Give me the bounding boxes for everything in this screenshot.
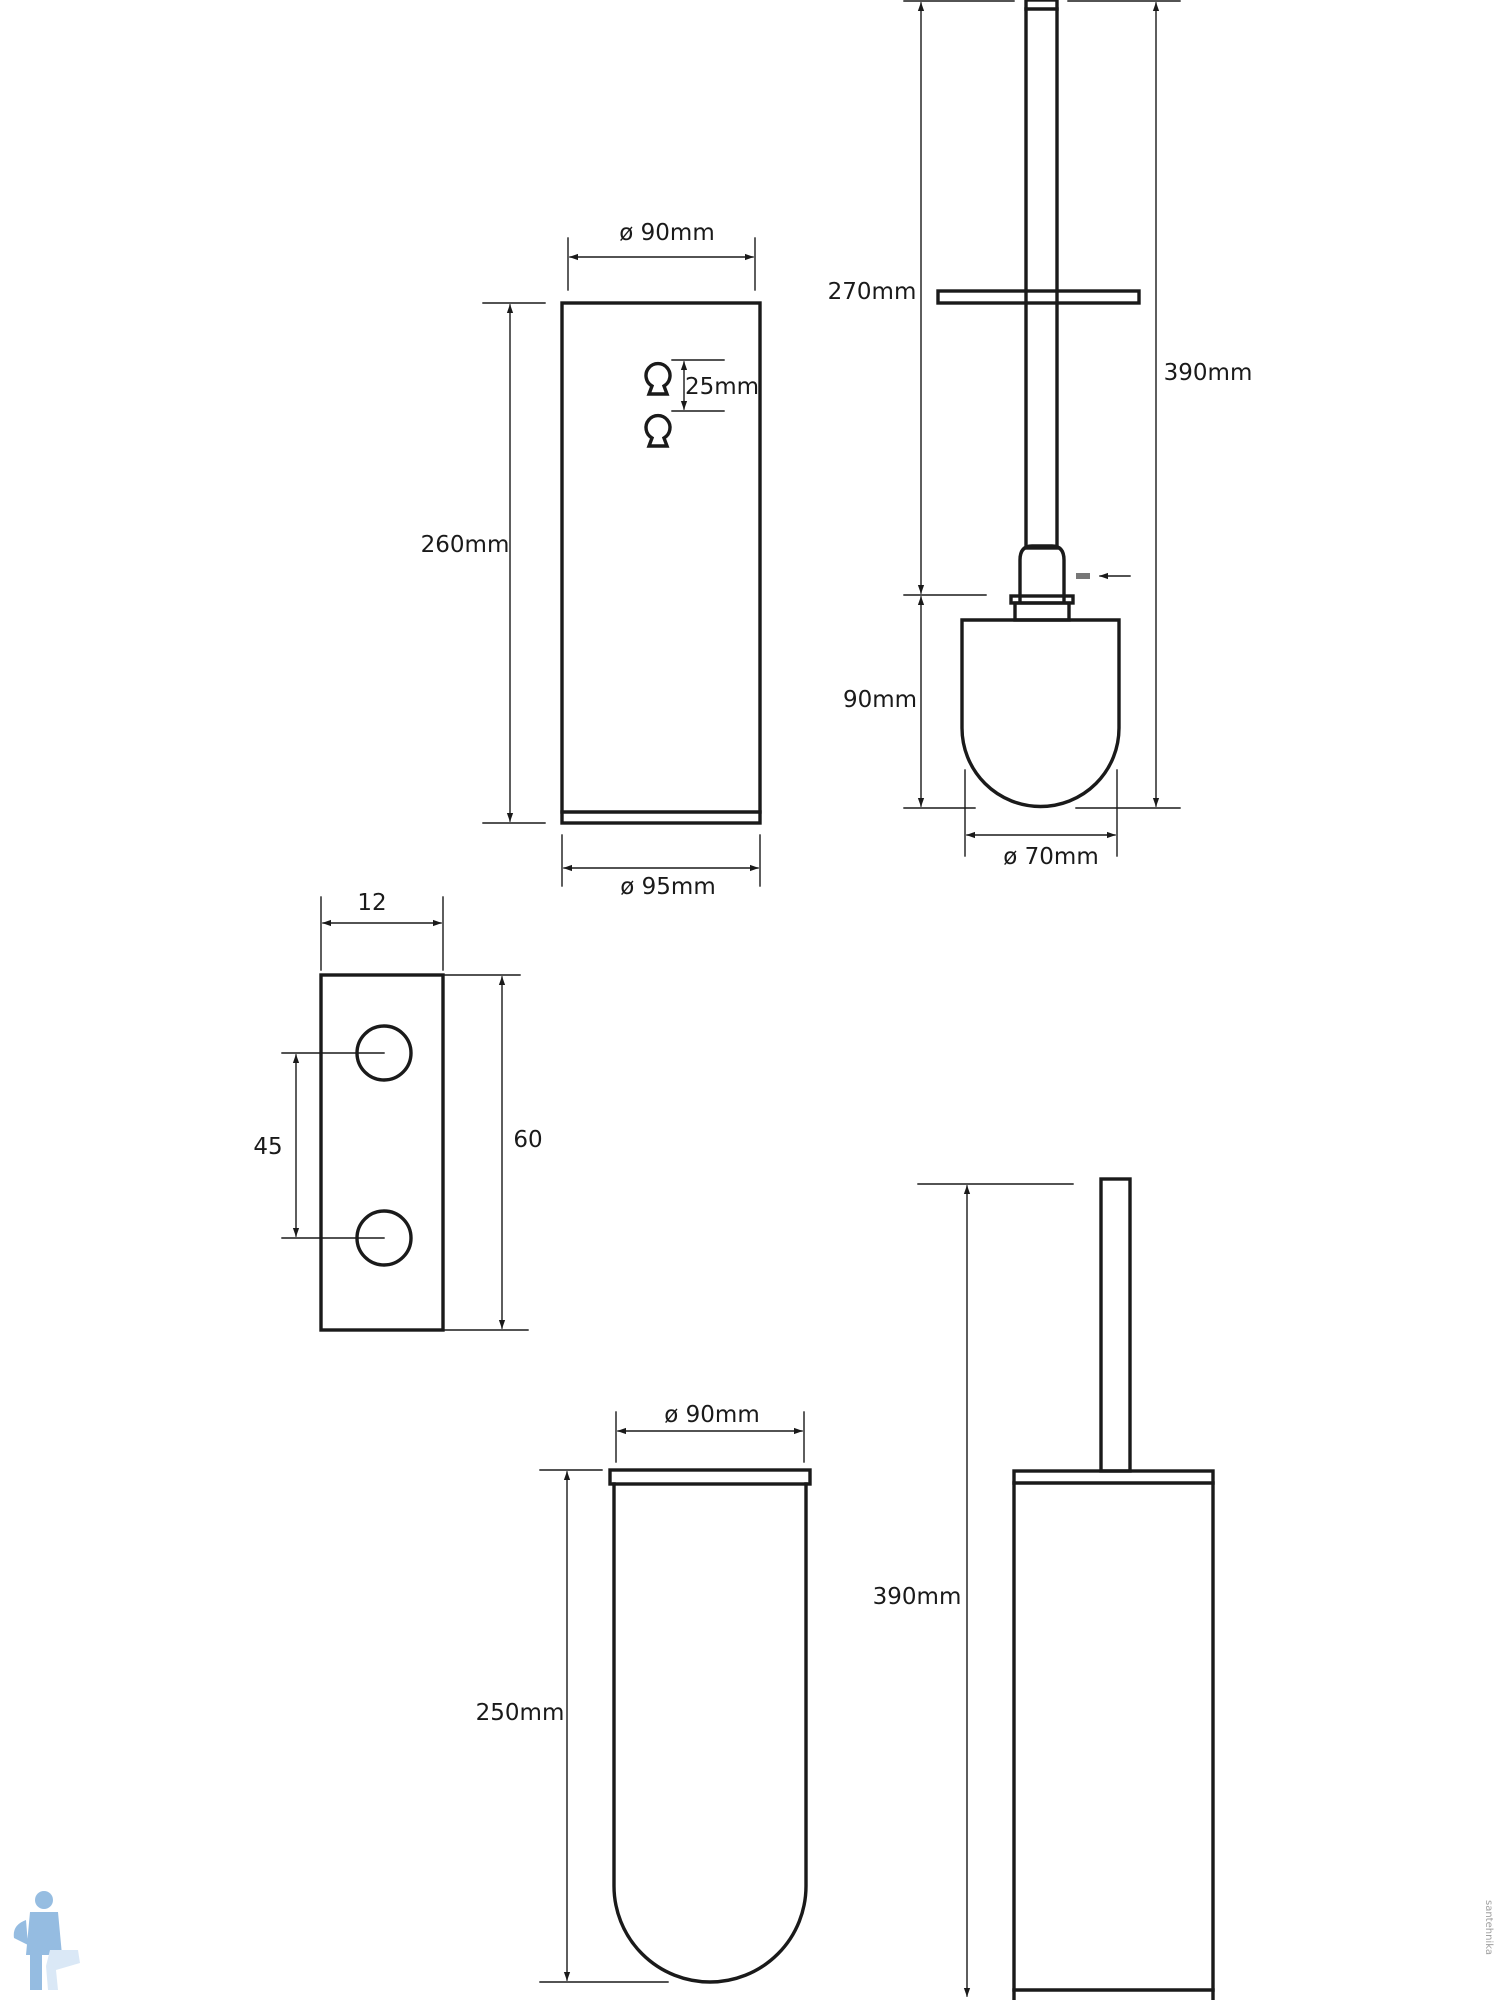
assembled-view: 390mm bbox=[873, 1177, 1215, 2000]
assembled-handle bbox=[1099, 1177, 1132, 1473]
brush-collar bbox=[1018, 544, 1066, 602]
assembled-holder bbox=[1012, 1469, 1215, 2000]
keyhole-icon bbox=[644, 361, 672, 396]
indicator-mark bbox=[1076, 573, 1090, 579]
brush-lid-disc bbox=[936, 289, 1141, 305]
bowl-rim bbox=[608, 1468, 812, 1486]
bracket-view: 12 45 60 bbox=[253, 890, 543, 1332]
bowl-view: ø 90mm 250mm bbox=[476, 1402, 812, 1984]
holder-front-view: ø 90mm 260mm 25mm ø 95mm bbox=[421, 220, 762, 900]
watermark-text: santehnika bbox=[1483, 1900, 1494, 1955]
label-bracket-width: 12 bbox=[357, 890, 386, 916]
label-top-width: ø 90mm bbox=[619, 220, 714, 246]
label-bowl-diameter: ø 90mm bbox=[664, 1402, 759, 1428]
holder-body bbox=[560, 301, 762, 825]
plumber-logo-icon bbox=[13, 1891, 80, 1990]
label-assembled-height: 390mm bbox=[873, 1584, 962, 1610]
brush-handle bbox=[1024, 0, 1059, 550]
brush-view: 270mm 90mm 390mm ø 70mm bbox=[828, 0, 1253, 870]
label-base-width: ø 95mm bbox=[620, 874, 715, 900]
label-bracket-height: 60 bbox=[513, 1127, 542, 1153]
label-head-diameter: ø 70mm bbox=[1003, 844, 1098, 870]
label-holder-height: 260mm bbox=[421, 532, 510, 558]
bowl-body bbox=[612, 1482, 808, 1984]
label-keyhole-spacing: 25mm bbox=[685, 374, 759, 400]
brush-head bbox=[960, 618, 1121, 809]
keyhole-icon bbox=[644, 413, 672, 448]
brush-neck bbox=[1013, 601, 1071, 622]
label-head-length: 90mm bbox=[843, 687, 917, 713]
bracket-plate bbox=[319, 973, 445, 1332]
label-bowl-height: 250mm bbox=[476, 1700, 565, 1726]
label-hole-spacing: 45 bbox=[253, 1134, 282, 1160]
label-total-length: 390mm bbox=[1164, 360, 1253, 386]
label-upper-length: 270mm bbox=[828, 279, 917, 305]
